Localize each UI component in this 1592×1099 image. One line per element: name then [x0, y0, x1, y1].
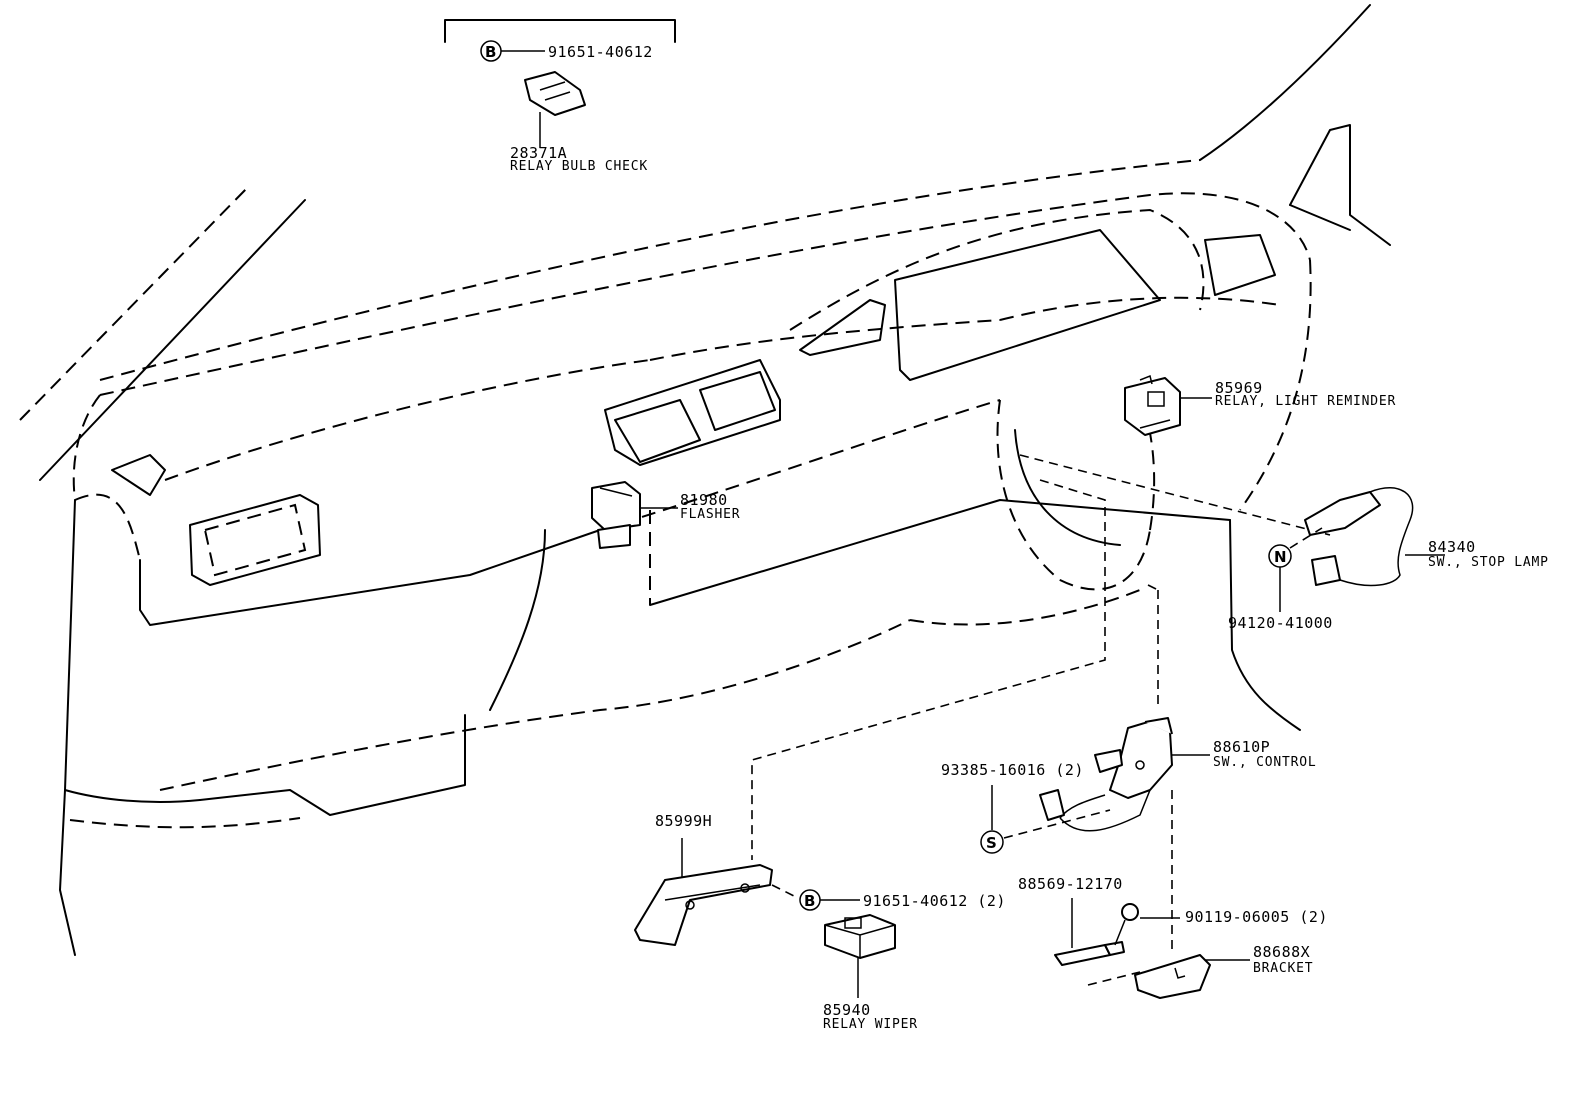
- relay-bulb-check-group: B 91651-40612 28371A RELAY BULB CHECK: [444, 19, 676, 174]
- part-number-88688x: 88688X: [1253, 943, 1310, 961]
- part-desc-bracket: BRACKET: [1253, 961, 1313, 976]
- relay-wiper-group: 85940 RELAY WIPER: [823, 914, 918, 1032]
- part-85999h-group: 85999H B 91651-40612 (2): [634, 812, 1006, 946]
- bracket-88688x-icon: [1134, 954, 1211, 999]
- control-switch-group: 88610P SW., CONTROL 93385-16016 (2) S: [941, 584, 1317, 950]
- callout-s: S: [986, 834, 997, 852]
- control-switch-icon: [1039, 717, 1173, 832]
- relay-light-reminder-group: 85969 RELAY, LIGHT REMINDER: [1124, 374, 1396, 436]
- part-desc-flasher: FLASHER: [680, 507, 740, 522]
- part-desc-relay-bulb-check: RELAY BULB CHECK: [510, 159, 648, 174]
- bracket-85999h-icon: [634, 864, 773, 946]
- part-desc-relay-wiper: RELAY WIPER: [823, 1017, 918, 1032]
- relay-light-reminder-icon: [1124, 374, 1181, 436]
- flasher-group: 81980 FLASHER: [591, 481, 740, 549]
- stop-lamp-switch-icon: [1304, 487, 1414, 587]
- part-number-85969: 85969: [1215, 379, 1263, 397]
- part-number-84340: 84340: [1428, 538, 1476, 556]
- part-number-28371a: 28371A: [510, 144, 567, 162]
- bolt-90119-icon: [1114, 903, 1139, 946]
- relay-bulb-check-icon: [524, 71, 586, 116]
- callout-b-top: B: [485, 43, 496, 61]
- bracket-assembly-group: 88569-12170 90119-06005 (2) 88688X BRACK…: [1018, 875, 1328, 999]
- part-number-93385: 93385-16016 (2): [941, 761, 1084, 779]
- part-desc-relay-light-reminder: RELAY, LIGHT REMINDER: [1215, 394, 1396, 409]
- part-number-91651-top: 91651-40612: [548, 43, 653, 61]
- part-number-91651-bottom: 91651-40612 (2): [863, 892, 1006, 910]
- part-number-88569: 88569-12170: [1018, 875, 1123, 893]
- flasher-icon: [591, 481, 641, 549]
- part-number-88610p: 88610P: [1213, 738, 1270, 756]
- callout-n: N: [1274, 548, 1287, 566]
- callout-b-bottom: B: [804, 892, 815, 910]
- part-number-85940: 85940: [823, 1001, 871, 1019]
- relay-wiper-icon: [824, 914, 896, 959]
- part-88569-icon: [1054, 941, 1125, 966]
- stop-lamp-switch-group: 84340 SW., STOP LAMP N 94120-41000: [1228, 487, 1549, 632]
- part-number-94120: 94120-41000: [1228, 614, 1333, 632]
- part-desc-control-switch: SW., CONTROL: [1213, 755, 1317, 770]
- part-number-90119: 90119-06005 (2): [1185, 908, 1328, 926]
- part-number-81980: 81980: [680, 491, 728, 509]
- part-desc-stop-lamp: SW., STOP LAMP: [1428, 555, 1549, 570]
- part-number-85999h: 85999H: [655, 812, 712, 830]
